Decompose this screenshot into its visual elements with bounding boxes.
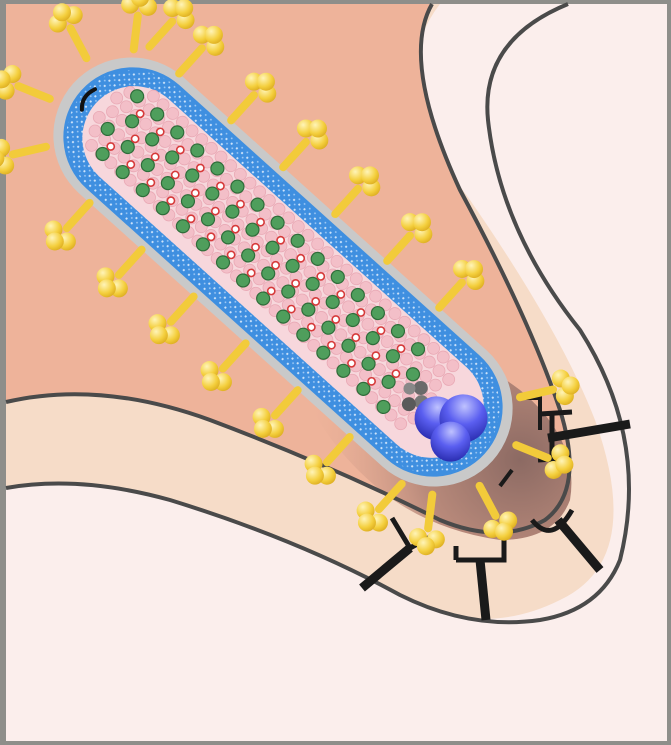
- spike-head-lobe: [562, 377, 580, 395]
- spike-head-lobe: [53, 3, 71, 21]
- spike-stalk: [134, 16, 138, 50]
- spike-stalk: [428, 495, 432, 529]
- spike-head-lobe: [202, 373, 220, 391]
- spike-head-lobe: [358, 514, 376, 532]
- spike-head-lobe: [205, 26, 223, 44]
- spike-head-lobe: [555, 456, 573, 474]
- spike-head-lobe: [413, 213, 431, 231]
- spike-head-lobe: [150, 326, 168, 344]
- spike-head-lobe: [306, 467, 324, 485]
- spike-head-lobe: [257, 73, 275, 91]
- spike-head-lobe: [254, 420, 272, 438]
- spike-head-lobe: [309, 120, 327, 138]
- spike-head-lobe: [361, 166, 379, 184]
- spike-head-lobe: [465, 260, 483, 278]
- spike-head-lobe: [495, 523, 513, 541]
- spike-head-lobe: [417, 537, 435, 555]
- spike-head-lobe: [98, 279, 116, 297]
- spike-head-lobe: [46, 232, 64, 250]
- receptor-stem: [480, 560, 486, 620]
